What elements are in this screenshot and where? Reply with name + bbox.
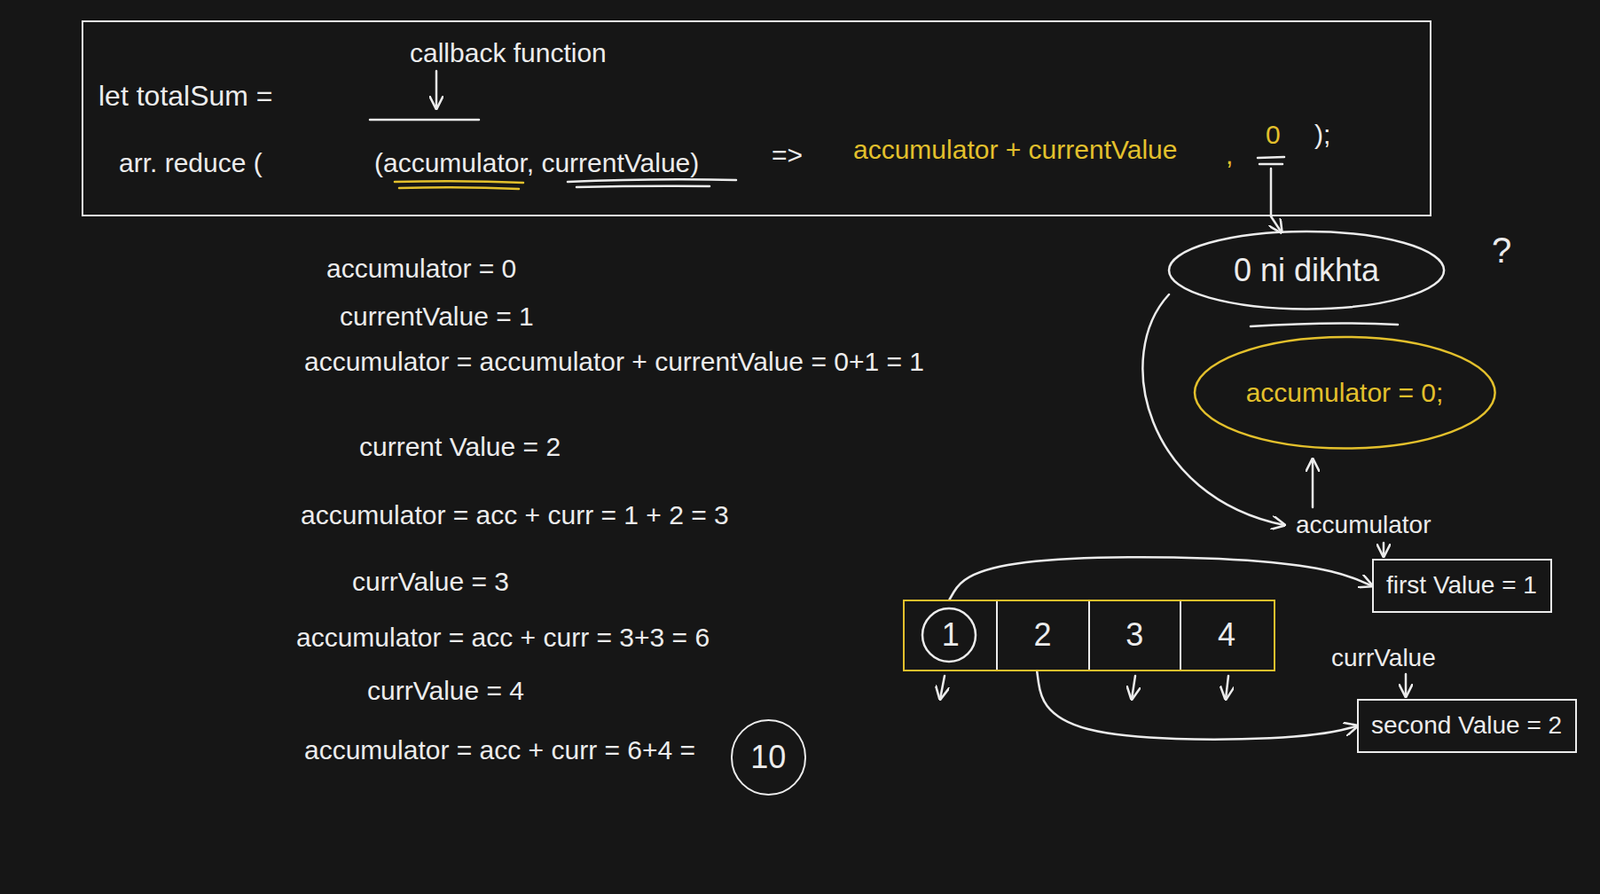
code-text: 0 [1265, 119, 1281, 151]
underline [399, 187, 519, 189]
array-box: 1 2 3 4 [902, 599, 1276, 672]
code-text: let totalSum = [98, 79, 274, 113]
pointer-arrow [1382, 542, 1386, 557]
code-text: => [771, 140, 803, 172]
step-note: accumulator = 0 [326, 253, 517, 285]
code-text: , [1225, 140, 1233, 172]
connector-arrow [1270, 216, 1282, 233]
question-ellipse: 0 ni dikhta [1167, 229, 1446, 311]
connector-arrow [1036, 671, 1357, 740]
underline [369, 118, 479, 122]
pointer-arrow [1225, 675, 1229, 699]
pointer-arrow [435, 70, 439, 109]
value-box: first Value = 1 [1372, 558, 1553, 613]
cell-divider [1088, 601, 1091, 670]
step-note: accumulator = accumulator + currentValue… [304, 346, 925, 378]
pointer-arrow [1311, 459, 1315, 508]
ellipse-outline [1194, 337, 1496, 449]
connector-arrow [949, 556, 1373, 600]
underline [394, 180, 524, 183]
pointer-arrow [1142, 294, 1285, 526]
node-text: 0 ni dikhta [1233, 251, 1380, 289]
step-note: accumulator = acc + curr = 3+3 = 6 [296, 622, 710, 654]
underline [1259, 163, 1283, 166]
node-text: 2 [1034, 616, 1052, 653]
node-text: 4 [1217, 616, 1236, 653]
step-note: accumulator = acc + curr = 1 + 2 = 3 [300, 500, 730, 532]
underline [567, 179, 737, 182]
node-text: second Value = 2 [1371, 711, 1562, 740]
answer-ellipse: accumulator = 0; [1192, 335, 1498, 451]
highlight-circle [922, 608, 976, 662]
question-mark: ? [1491, 229, 1512, 271]
step-note: currValue = 4 [367, 675, 525, 707]
step-note: accumulator = acc + curr = 6+4 = [304, 735, 696, 767]
code-text: arr. reduce ( [118, 148, 263, 180]
node-text: 1 [941, 616, 960, 653]
code-text: accumulator + currentValue [853, 134, 1177, 166]
ellipse-outline [1168, 231, 1444, 309]
node-text: accumulator = 0; [1246, 377, 1444, 409]
node-text: 10 [750, 738, 786, 776]
node-text: first Value = 1 [1386, 571, 1538, 600]
step-note: current Value = 2 [359, 431, 561, 463]
cell-divider [1179, 601, 1182, 670]
code-text: (accumulator, currentValue) [374, 148, 699, 180]
pointer-label: accumulator [1295, 510, 1432, 540]
code-text: ); [1314, 119, 1331, 151]
value-box: second Value = 2 [1356, 698, 1577, 753]
step-note: currentValue = 1 [339, 301, 534, 333]
pointer-line [1270, 168, 1273, 216]
pointer-arrow [1404, 674, 1408, 697]
pointer-arrow [1131, 675, 1136, 699]
result-circle: 10 [730, 719, 807, 795]
underline [1257, 156, 1285, 158]
cell-divider [996, 601, 998, 670]
pointer-arrow [940, 675, 945, 699]
node-text: 3 [1125, 616, 1144, 653]
step-note: currValue = 3 [352, 566, 510, 598]
underline [576, 186, 710, 188]
pointer-label: currValue [1331, 643, 1436, 673]
code-box: callback function let totalSum = arr. redu… [81, 20, 1432, 217]
underline [1250, 322, 1398, 327]
annotation-text: callback function [409, 38, 607, 70]
